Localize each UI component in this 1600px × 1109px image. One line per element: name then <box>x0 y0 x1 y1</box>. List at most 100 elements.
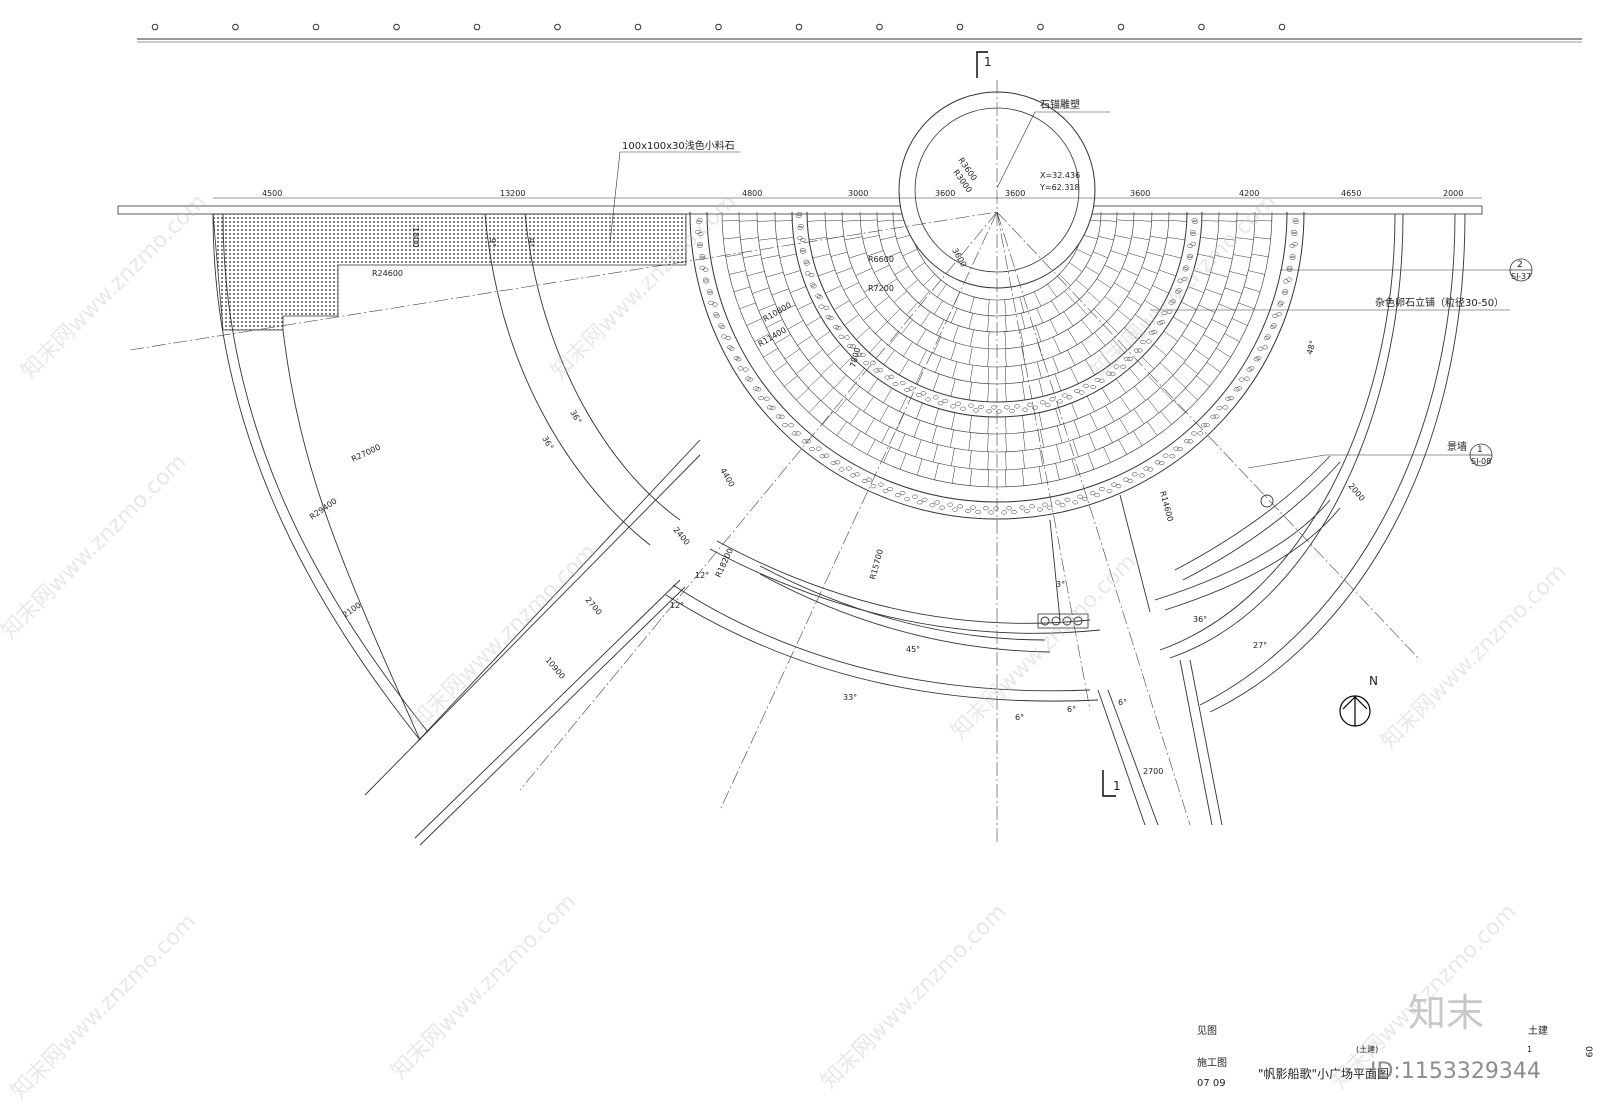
paving-joint <box>729 270 746 275</box>
pebble <box>960 406 966 411</box>
bollard <box>1278 23 1286 31</box>
paving-joint <box>969 296 975 313</box>
pebble <box>947 502 953 507</box>
pebble <box>1077 494 1083 499</box>
title-num: 1 <box>1527 1045 1532 1054</box>
dimension: 2700 <box>583 596 603 617</box>
pebble <box>696 212 699 213</box>
pebble <box>1072 500 1079 505</box>
paving-joint <box>1085 266 1100 275</box>
pebble <box>782 423 788 428</box>
pebble <box>1262 345 1268 350</box>
dimension: 10900 <box>543 656 566 681</box>
paving-joint <box>987 433 989 452</box>
paving-joint <box>1114 282 1130 293</box>
pebble <box>695 229 701 235</box>
paving-joint <box>1144 300 1161 310</box>
pebble <box>844 335 850 340</box>
pebble <box>878 482 884 487</box>
paving-joint <box>1055 408 1061 425</box>
paving-joint <box>1203 334 1220 344</box>
paving-joint <box>883 350 895 365</box>
paving-joint <box>969 415 972 433</box>
pebble <box>1216 405 1223 410</box>
paving-joint <box>820 362 835 376</box>
paving-joint <box>1022 415 1025 433</box>
paving-joint <box>812 253 831 259</box>
paving-joint <box>968 313 973 329</box>
paving-joint <box>1205 288 1223 296</box>
section-label-top: 1 <box>984 55 992 69</box>
pebble <box>788 423 795 428</box>
section-label-bottom: 1 <box>1113 779 1121 793</box>
paving-joint <box>869 339 882 353</box>
pebble <box>727 345 733 350</box>
top-dim: 4200 <box>1239 189 1259 198</box>
pebble <box>884 375 891 380</box>
paving-joint <box>1133 220 1152 222</box>
pebble <box>1168 300 1175 305</box>
radius-label: R7200 <box>868 284 894 293</box>
paving-joint <box>916 329 927 345</box>
paving-joint <box>1231 318 1248 326</box>
paving-joint <box>1068 262 1083 272</box>
pebble <box>819 454 826 459</box>
paving-joint <box>773 362 788 373</box>
paving-joint <box>987 451 989 470</box>
pebble <box>920 391 927 396</box>
paving-joint <box>923 274 935 286</box>
pebble <box>899 380 906 386</box>
paving-joint <box>1200 237 1218 240</box>
pebble <box>1244 376 1250 381</box>
pebble <box>1228 396 1234 401</box>
pebble <box>1174 289 1181 294</box>
paving-joint <box>1036 307 1044 323</box>
bollard <box>554 23 561 31</box>
paving-joint <box>1211 319 1228 328</box>
paving-joint <box>1067 329 1078 345</box>
paving-joint <box>1092 251 1108 259</box>
pebble <box>1187 243 1194 248</box>
bollard <box>634 23 642 31</box>
pebble <box>1225 396 1232 401</box>
pebble <box>818 304 825 309</box>
paving-joint <box>1198 304 1216 313</box>
pebble <box>975 509 981 515</box>
paving-joint <box>987 331 990 349</box>
paving-joint <box>743 254 761 259</box>
paving-joint <box>933 336 942 354</box>
paving-joint <box>797 335 813 346</box>
paving-joint <box>1085 359 1095 376</box>
pebble <box>845 466 852 471</box>
pebble <box>1276 312 1283 317</box>
paving-joint <box>1022 468 1025 486</box>
paving-joint <box>879 405 889 422</box>
paving-joint <box>949 429 954 448</box>
top-dim: 4500 <box>262 189 282 198</box>
angle-labels: 9° 9° 36° 36° 48° 12° 12° 45° 33° 3° 6° … <box>488 238 1318 722</box>
pebble <box>859 352 866 357</box>
paving-joint <box>881 426 890 443</box>
paving-joint <box>1051 300 1060 315</box>
pebble <box>815 293 822 298</box>
paving-joint <box>754 333 770 342</box>
pebble <box>766 405 773 410</box>
paving-joint <box>874 296 890 308</box>
paving-joint <box>739 302 756 310</box>
paving-joint <box>1094 332 1106 346</box>
paving-joint <box>1110 250 1127 257</box>
paving-joint <box>822 411 834 425</box>
paving-joint <box>887 308 901 322</box>
paving-joint <box>968 382 973 400</box>
pebble <box>882 488 889 493</box>
paving-joint <box>1022 450 1025 469</box>
pebble <box>778 414 785 419</box>
paving-joint <box>911 262 926 272</box>
paving-joint <box>1037 342 1044 361</box>
paving-joint <box>851 430 861 446</box>
pebble <box>1022 407 1028 412</box>
pebble <box>823 305 830 310</box>
pebble <box>1173 446 1180 451</box>
bollard-row <box>151 23 1286 31</box>
